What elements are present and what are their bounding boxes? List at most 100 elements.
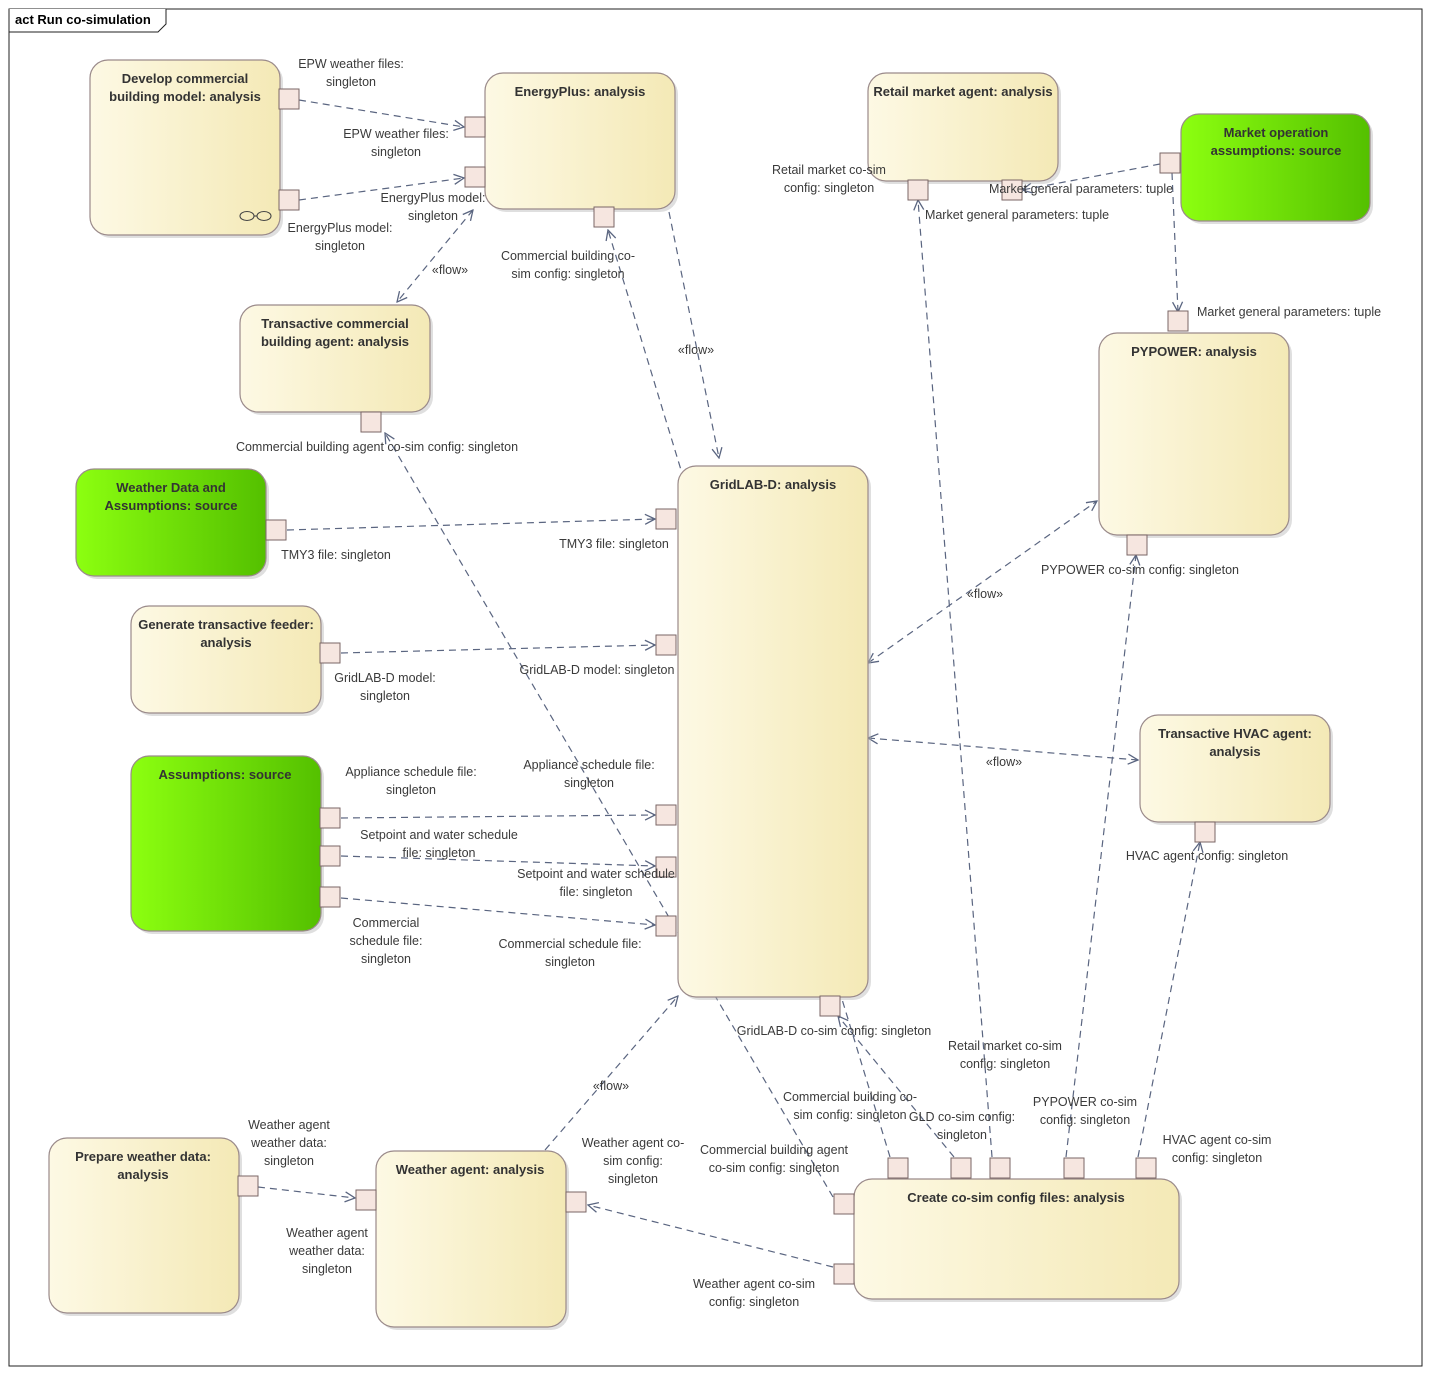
flow-edge[interactable] (868, 738, 1138, 760)
node-body[interactable] (89, 59, 281, 236)
node-body[interactable] (1139, 714, 1331, 823)
pin-port[interactable] (907, 179, 929, 201)
flow-edge[interactable] (340, 645, 655, 654)
node-generate-transactive-feeder[interactable]: Generate transactive feeder:analysis (130, 605, 324, 716)
flow-edge[interactable] (340, 815, 655, 818)
flow-edge[interactable] (668, 211, 719, 458)
flow-edge[interactable] (298, 99, 464, 127)
node-prepare-weather-data[interactable]: Prepare weather data:analysis (48, 1137, 242, 1316)
node-body[interactable] (853, 1178, 1180, 1300)
node-title: analysis (1209, 744, 1260, 759)
edge-label-line: Commercial (353, 916, 420, 930)
pin-port[interactable] (655, 856, 677, 878)
edge-label-line: «flow» (967, 587, 1003, 601)
node-title: Assumptions: source (159, 767, 292, 782)
flow-edge[interactable] (1065, 555, 1136, 1158)
node-pypower[interactable]: PYPOWER: analysis (1098, 332, 1292, 538)
flow-edge[interactable] (286, 519, 655, 531)
node-body[interactable] (484, 72, 676, 210)
node-assumptions-source[interactable]: Assumptions: source (130, 755, 324, 934)
pin-port[interactable] (833, 1193, 855, 1215)
node-energyplus[interactable]: EnergyPlus: analysis (484, 72, 678, 212)
pin-port[interactable] (319, 845, 341, 867)
pin-port[interactable] (319, 886, 341, 908)
node-body[interactable] (130, 755, 322, 932)
pin-port[interactable] (819, 995, 841, 1017)
flow-edge[interactable] (340, 855, 655, 866)
node-title: analysis (117, 1167, 168, 1182)
pin-port[interactable] (950, 1157, 972, 1179)
flow-edge[interactable] (838, 1016, 955, 1158)
node-body[interactable] (48, 1137, 240, 1314)
edge-label: «flow» (967, 587, 1003, 601)
node-title: Market operation (1224, 125, 1329, 140)
edge-label-line: sim config: (603, 1154, 663, 1168)
pin-port[interactable] (565, 1191, 587, 1213)
node-create-co-sim-config-files[interactable]: Create co-sim config files: analysis (853, 1178, 1182, 1302)
pin-port[interactable] (1126, 534, 1148, 556)
pin-port[interactable] (989, 1157, 1011, 1179)
node-gridlab-d[interactable]: GridLAB-D: analysis (677, 465, 871, 1000)
edge-label: «flow» (593, 1079, 629, 1093)
pin-port[interactable] (464, 166, 486, 188)
edge-label-line: config: singleton (1040, 1113, 1130, 1127)
flow-edge[interactable] (397, 210, 473, 302)
flow-edge[interactable] (1137, 842, 1200, 1158)
pin-port[interactable] (1001, 179, 1023, 201)
pin-port[interactable] (655, 634, 677, 656)
pin-port[interactable] (278, 189, 300, 211)
flow-edge[interactable] (544, 996, 678, 1151)
pin-port[interactable] (265, 519, 287, 541)
edge-label-line: sim config: singleton (511, 267, 624, 281)
node-body[interactable] (239, 304, 431, 413)
node-body[interactable] (1180, 113, 1371, 222)
node-body[interactable] (1098, 332, 1290, 536)
pin-port[interactable] (833, 1263, 855, 1285)
node-weather-agent[interactable]: Weather agent: analysis (375, 1150, 569, 1330)
pin-port[interactable] (237, 1175, 259, 1197)
flow-edge[interactable] (298, 178, 464, 201)
node-body[interactable] (677, 465, 869, 998)
pin-port[interactable] (655, 804, 677, 826)
pin-port[interactable] (355, 1189, 377, 1211)
edge-label-line: EnergyPlus model: (381, 191, 486, 205)
pin-port[interactable] (887, 1157, 909, 1179)
flow-edge[interactable] (340, 897, 655, 925)
pin-port[interactable] (360, 411, 382, 433)
pin-port[interactable] (593, 206, 615, 228)
node-transactive-hvac-agent[interactable]: Transactive HVAC agent: analysis (1139, 714, 1333, 825)
pin-port[interactable] (1063, 1157, 1085, 1179)
pin-port[interactable] (655, 508, 677, 530)
pin-port[interactable] (1194, 821, 1216, 843)
pin-port[interactable] (319, 807, 341, 829)
node-title: Transactive HVAC agent: (1158, 726, 1312, 741)
node-title: Transactive commercial (261, 316, 408, 331)
node-body[interactable] (867, 72, 1059, 182)
flow-edge[interactable] (385, 433, 834, 1198)
pin-port[interactable] (1167, 310, 1189, 332)
pin-port[interactable] (278, 88, 300, 110)
edge-label-line: «flow» (432, 263, 468, 277)
pin-port[interactable] (1135, 1157, 1157, 1179)
flow-edge[interactable] (257, 1186, 355, 1198)
node-retail-market-agent[interactable]: Retail market agent: analysis (867, 72, 1061, 184)
flow-edge[interactable] (588, 1205, 834, 1268)
node-title: Weather agent: analysis (396, 1162, 545, 1177)
flow-edge[interactable] (918, 200, 993, 1158)
pin-port[interactable] (464, 116, 486, 138)
flow-edge[interactable] (868, 501, 1097, 663)
edge-label-line: file: singleton (560, 885, 633, 899)
node-title: Create co-sim config files: analysis (907, 1190, 1124, 1205)
node-body[interactable] (375, 1150, 567, 1328)
pin-port[interactable] (655, 915, 677, 937)
pin-port[interactable] (1159, 152, 1181, 174)
pin-port[interactable] (319, 642, 341, 664)
